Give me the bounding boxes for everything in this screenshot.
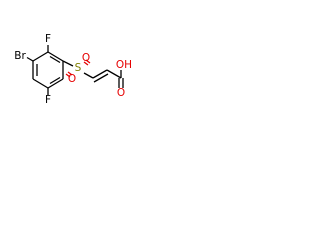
bond-ch-cooh (106, 69, 122, 79)
atom-s: S (75, 62, 82, 74)
chemical-structure-diagram: F Br F S O O OH O (14, 33, 132, 106)
benzene-ring (32, 51, 64, 89)
atom-f-top: F (45, 33, 51, 45)
bond-s-o-left (67, 71, 73, 76)
bond-s-o-left (65, 73, 71, 78)
ring-double-bond (49, 55, 61, 64)
atom-o-right: O (82, 52, 90, 64)
bond-ch-ch-double (93, 73, 109, 83)
bond-ch-ch (92, 69, 108, 79)
bond-s-o-right (83, 61, 89, 66)
ring-bond (47, 78, 64, 89)
bond-s-o-right (85, 59, 91, 64)
ring-double-bond (49, 76, 61, 85)
ring-bond (47, 51, 64, 62)
atom-br: Br (14, 50, 26, 62)
bond-c-br (26, 56, 34, 62)
atom-f-bottom: F (45, 94, 51, 106)
atom-oh: OH (116, 59, 132, 71)
atom-o-carbonyl: O (117, 87, 125, 99)
ring-bond (32, 78, 49, 89)
sulfonyl-oxygen-bonds (65, 59, 91, 78)
atom-o-left: O (68, 73, 76, 85)
bond-c-s (62, 60, 74, 67)
ring-bond (32, 51, 49, 62)
bond-s-ch (83, 72, 94, 79)
